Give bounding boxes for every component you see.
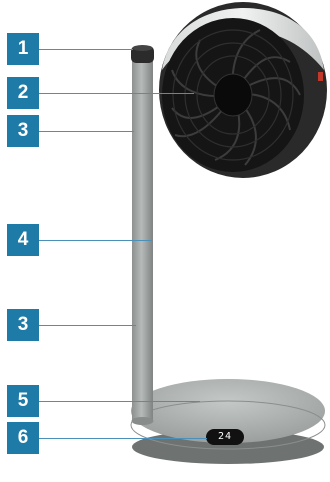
callout-5: 5	[7, 385, 39, 417]
callout-2: 2	[7, 77, 39, 109]
callout-1: 1	[7, 33, 39, 65]
leader-line-1	[39, 49, 133, 50]
callout-3-lower: 3	[7, 309, 39, 341]
pole-foot	[132, 417, 154, 425]
callout-4: 4	[7, 224, 39, 256]
callout-6: 6	[7, 422, 39, 454]
leader-line-2	[39, 93, 194, 94]
leader-line-3b	[39, 325, 136, 326]
leader-line-5	[39, 401, 200, 402]
leader-line-6	[39, 438, 207, 439]
leader-line-3a	[39, 131, 134, 132]
base-display-readout: 24	[210, 431, 240, 443]
top-cap-button	[133, 45, 153, 51]
callout-3: 3	[7, 115, 39, 147]
fan-hub	[214, 74, 252, 116]
fan-side-accent	[318, 72, 323, 81]
leader-line-4	[39, 240, 152, 241]
